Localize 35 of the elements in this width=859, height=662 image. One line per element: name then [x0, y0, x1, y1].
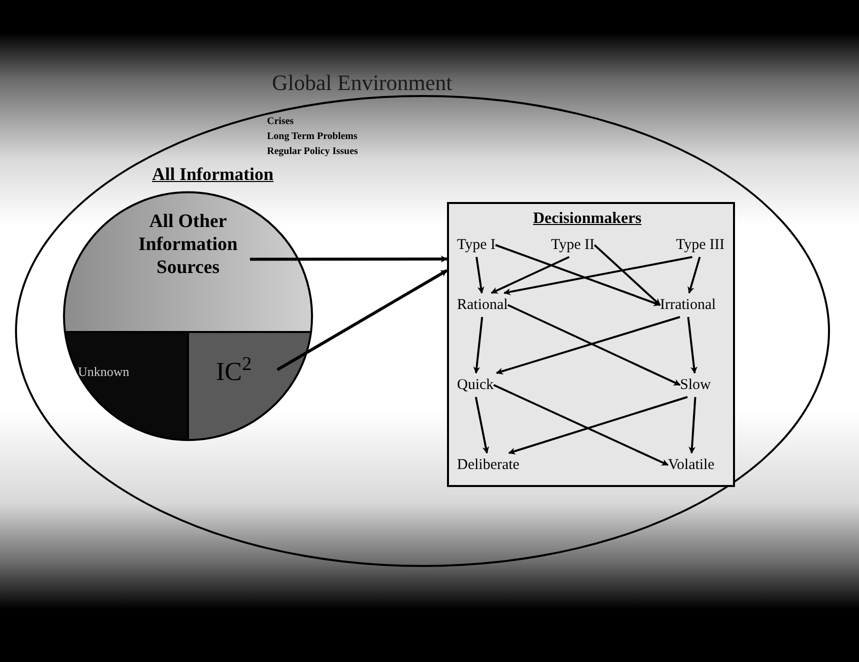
arrow: [476, 256, 484, 294]
circle-heading: All Information: [152, 164, 274, 185]
arrow: [508, 396, 688, 454]
decision-label: Volatile: [668, 456, 714, 474]
arrow: [687, 316, 698, 374]
decision-label: Slow: [680, 376, 711, 394]
arrow: [474, 396, 490, 454]
list-item: Crises: [267, 116, 294, 128]
arrow: [495, 244, 661, 306]
decision-label: Type I: [457, 236, 496, 254]
arrow: [276, 269, 448, 372]
arrow: [504, 256, 692, 296]
arrow: [594, 244, 661, 306]
list-item: Regular Policy Issues: [267, 146, 358, 158]
decisionmakers-box: [447, 202, 735, 487]
arrow: [473, 316, 484, 374]
decision-label: Deliberate: [457, 456, 520, 474]
sector-label: IC$^{2}$: [216, 353, 252, 388]
decision-label: Quick: [457, 376, 494, 394]
decision-label: Rational: [457, 296, 508, 314]
sector-label: All Other Information Sources: [137, 210, 239, 279]
arrow: [496, 316, 680, 374]
arrow: [688, 256, 701, 294]
sector-label: Unknown: [78, 363, 130, 381]
decision-label: Type II: [551, 236, 595, 254]
arrow: [493, 384, 669, 466]
arrow: [688, 396, 696, 454]
decision-label: Irrational: [660, 296, 716, 314]
ellipse-title: Global Environment: [272, 71, 452, 95]
arrow: [250, 256, 448, 262]
box-heading: Decisionmakers: [533, 210, 642, 228]
decision-label: Type III: [676, 236, 725, 254]
arrow: [490, 256, 570, 294]
list-item: Long Term Problems: [267, 131, 358, 143]
arrow: [507, 304, 681, 386]
